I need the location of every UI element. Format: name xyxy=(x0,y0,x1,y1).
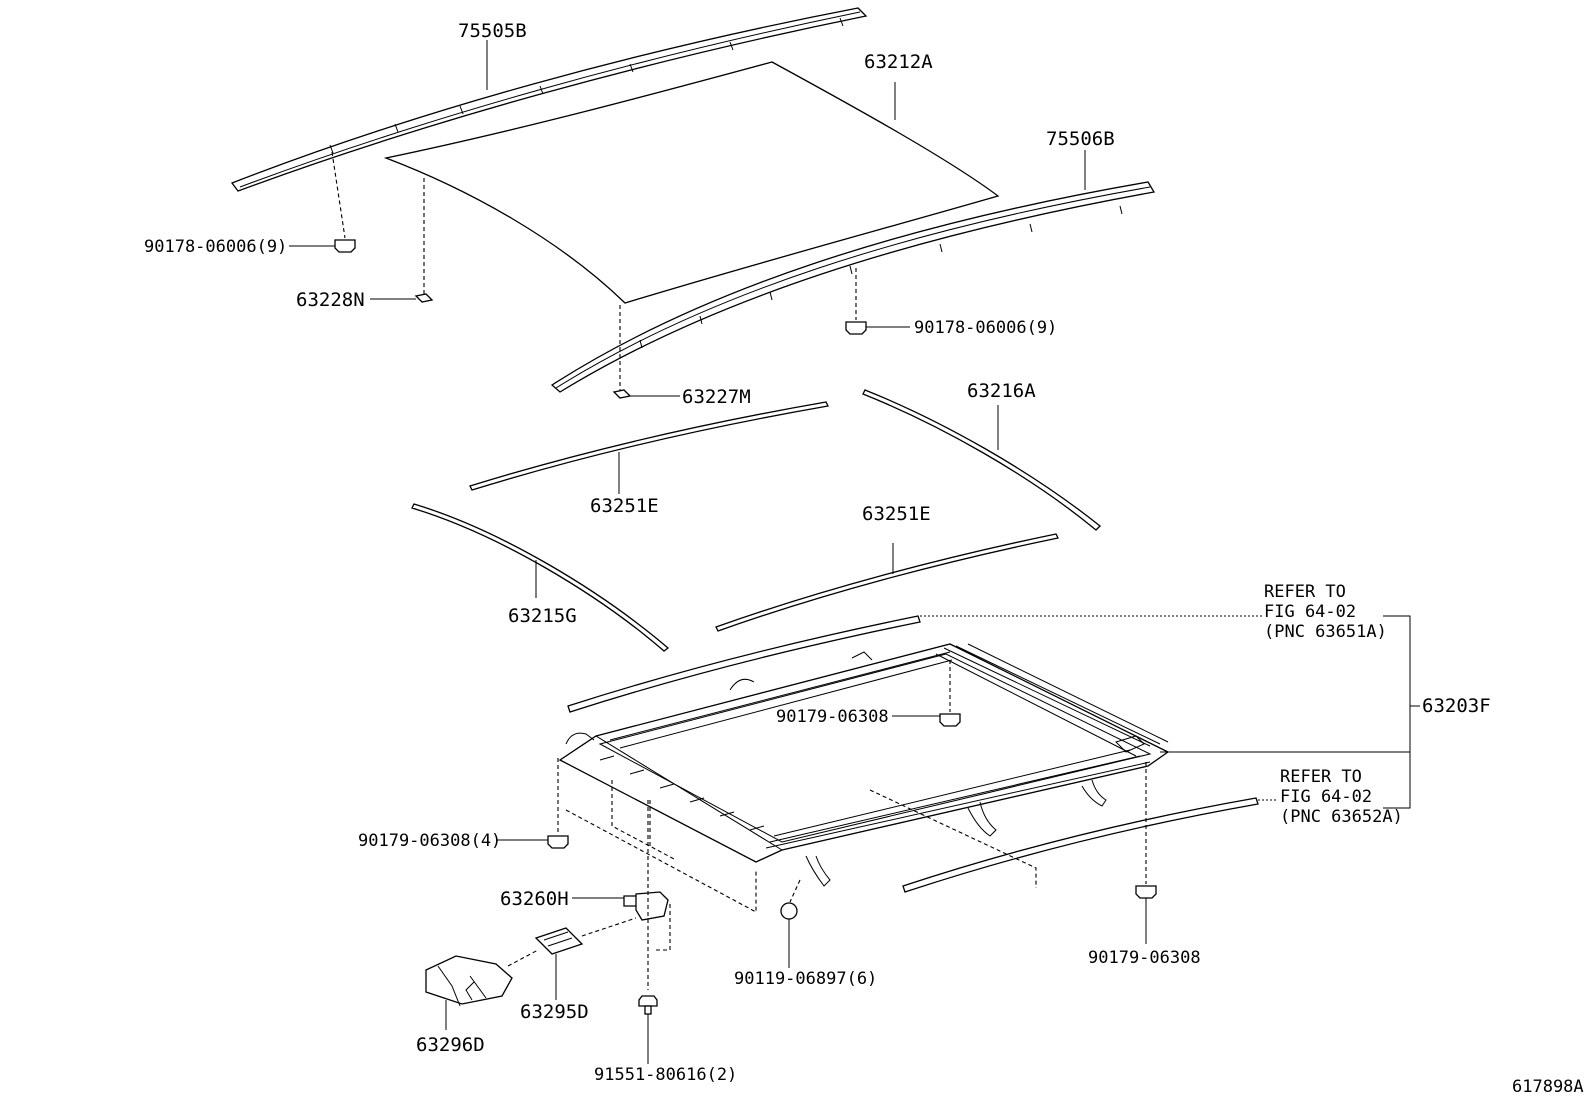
screw-90119 xyxy=(780,879,801,968)
roof-rail-left-75505B xyxy=(230,7,868,192)
label-63260H: 63260H xyxy=(500,888,569,910)
weatherstrip-63215G xyxy=(411,503,670,652)
label-75506B: 75506B xyxy=(1046,128,1115,150)
label-63212A: 63212A xyxy=(864,51,933,73)
sunroof-frame-63203F xyxy=(558,643,1170,887)
label-refer2-line1: REFER TO xyxy=(1280,767,1362,787)
weatherstrip-63251E-upper xyxy=(469,401,829,494)
label-63251E-upper: 63251E xyxy=(590,495,659,517)
label-90179-right: 90179-06308 xyxy=(1088,948,1201,968)
label-63203F: 63203F xyxy=(1422,695,1491,717)
deflector-strip-rear xyxy=(902,797,1278,893)
roof-rail-right-75506B xyxy=(550,181,1156,393)
clip-90178-right xyxy=(845,268,910,335)
dashed-guides-right xyxy=(869,789,1037,888)
weatherstrip-63251E-lower xyxy=(715,533,1059,632)
pad-63227M xyxy=(612,305,680,399)
label-90178-right: 90178-06006(9) xyxy=(914,318,1057,338)
label-63216A: 63216A xyxy=(967,380,1036,402)
label-refer1-line3: (PNC 63651A) xyxy=(1264,622,1387,642)
clip-90178-left xyxy=(289,151,356,253)
pad-63228N xyxy=(370,178,434,303)
label-63251E-lower: 63251E xyxy=(862,503,931,525)
label-91551: 91551-80616(2) xyxy=(594,1065,737,1085)
nut-90179-right xyxy=(1135,762,1157,944)
label-63295D: 63295D xyxy=(520,1001,589,1023)
label-refer2-line3: (PNC 63652A) xyxy=(1280,807,1403,827)
label-refer2-line2: FIG 64-02 xyxy=(1280,787,1372,807)
label-90119: 90119-06897(6) xyxy=(734,969,877,989)
part-63296D xyxy=(425,949,539,1030)
nut-90179-left xyxy=(496,758,569,849)
label-63296D: 63296D xyxy=(416,1034,485,1056)
label-63215G: 63215G xyxy=(508,605,577,627)
label-90179-left: 90179-06308(4) xyxy=(358,831,501,851)
label-90178-left: 90178-06006(9) xyxy=(144,237,287,257)
bolt-91551 xyxy=(638,995,658,1064)
weatherstrip-63216A xyxy=(862,389,1101,531)
label-75505B: 75505B xyxy=(458,20,527,42)
label-refer1-line2: FIG 64-02 xyxy=(1264,602,1356,622)
part-63295D xyxy=(534,917,637,1000)
part-63260H xyxy=(572,800,671,990)
label-refer1-line1: REFER TO xyxy=(1264,582,1346,602)
dashed-guides-left xyxy=(565,780,757,913)
deflector-strip-front xyxy=(567,615,1262,713)
label-90179-center: 90179-06308 xyxy=(776,707,889,727)
nut-90179-center xyxy=(892,660,961,727)
roof-panel-63212A xyxy=(383,61,1000,304)
figure-id: 617898A xyxy=(1512,1077,1584,1097)
callout-bracket-63203F xyxy=(1160,615,1420,809)
label-63228N: 63228N xyxy=(296,289,365,311)
label-63227M: 63227M xyxy=(682,386,751,408)
